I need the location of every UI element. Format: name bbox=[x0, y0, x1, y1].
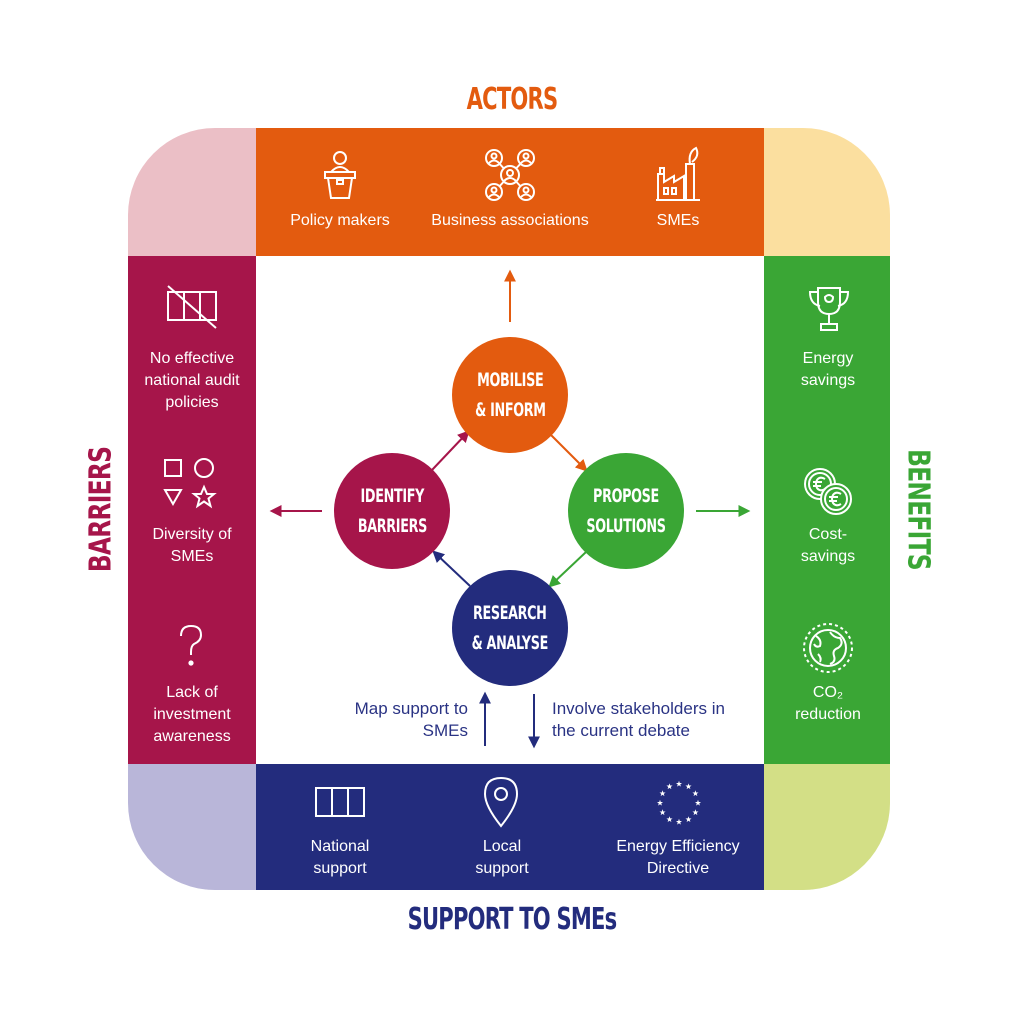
eu-star bbox=[692, 790, 699, 797]
eu-star bbox=[675, 780, 683, 787]
eu-star bbox=[666, 783, 673, 790]
mobilise-line-1: MOBILISE bbox=[476, 369, 544, 391]
actor-smes: SMEs bbox=[656, 212, 700, 229]
barrier-no-audit-policies: No effective national audit policies bbox=[144, 350, 240, 411]
support-title: SUPPORT TO SMEs bbox=[407, 902, 618, 937]
involve-stakeholders-text: Involve stakeholders in the current deba… bbox=[552, 699, 725, 740]
identify-barriers-node: IDENTIFY BARRIERS bbox=[334, 453, 450, 569]
support-national: National support bbox=[310, 838, 370, 877]
corner-bottom-left bbox=[128, 764, 256, 890]
benefit-cost-savings: Cost-savings bbox=[800, 526, 856, 565]
eu-stars-icon bbox=[654, 778, 704, 828]
propose-line-1: PROPOSE bbox=[593, 485, 659, 507]
benefit-energy-savings: Energy savings bbox=[800, 350, 856, 389]
mobilise-line-2: & INFORM bbox=[474, 399, 546, 421]
network-people-icon bbox=[482, 148, 538, 202]
research-analyse-node: RESEARCH & ANALYSE bbox=[452, 570, 568, 686]
arrow-identify-to-mobilise bbox=[431, 430, 470, 471]
trophy-icon bbox=[806, 284, 852, 334]
barriers-band bbox=[128, 256, 256, 764]
factory-leaf-icon bbox=[656, 144, 702, 202]
corner-bottom-right bbox=[764, 764, 890, 890]
shapes-icon bbox=[162, 456, 218, 512]
arrow-propose-to-research bbox=[548, 551, 587, 588]
barrier-diversity-smes: Diversity of SMEs bbox=[152, 526, 232, 565]
euro-coins-icon bbox=[802, 466, 854, 518]
question-mark-icon bbox=[176, 624, 206, 668]
eu-star bbox=[666, 816, 673, 823]
actor-policy-makers: Policy makers bbox=[290, 212, 390, 229]
table-grid-icon bbox=[314, 784, 366, 820]
crossed-table-icon bbox=[164, 284, 220, 330]
location-pin-icon bbox=[482, 776, 520, 828]
eu-star bbox=[656, 799, 664, 806]
benefit-co2-reduction: CO₂ reduction bbox=[795, 684, 861, 723]
identify-line-1: IDENTIFY bbox=[360, 485, 424, 507]
podium-speaker-icon bbox=[322, 150, 358, 200]
eu-star bbox=[685, 783, 692, 790]
research-line-1: RESEARCH bbox=[473, 602, 547, 624]
globe-icon bbox=[802, 622, 854, 674]
corner-top-right bbox=[764, 128, 890, 256]
actors-title: ACTORS bbox=[466, 82, 558, 117]
eu-star bbox=[675, 818, 683, 825]
eu-star bbox=[692, 809, 699, 816]
support-energy-efficiency-directive: Energy Efficiency Directive bbox=[616, 838, 740, 877]
actor-business-associations: Business associations bbox=[431, 212, 589, 229]
corner-top-left bbox=[128, 128, 256, 256]
identify-line-2: BARRIERS bbox=[357, 515, 427, 537]
arrow-research-to-identify bbox=[432, 550, 471, 587]
eu-star bbox=[685, 816, 692, 823]
map-support-text: Map support to SMEs bbox=[354, 699, 468, 740]
eu-star bbox=[694, 799, 702, 806]
mobilise-inform-node: MOBILISE & INFORM bbox=[452, 337, 568, 453]
eu-star bbox=[659, 809, 666, 816]
eu-star bbox=[659, 790, 666, 797]
research-line-2: & ANALYSE bbox=[471, 632, 549, 654]
actors-band bbox=[256, 128, 764, 256]
barrier-investment-awareness: Lack of investment awareness bbox=[153, 684, 231, 745]
propose-solutions-node: PROPOSE SOLUTIONS bbox=[568, 453, 684, 569]
support-local: Local support bbox=[475, 838, 529, 877]
arrow-mobilise-to-propose bbox=[547, 431, 588, 472]
propose-line-2: SOLUTIONS bbox=[586, 515, 666, 537]
